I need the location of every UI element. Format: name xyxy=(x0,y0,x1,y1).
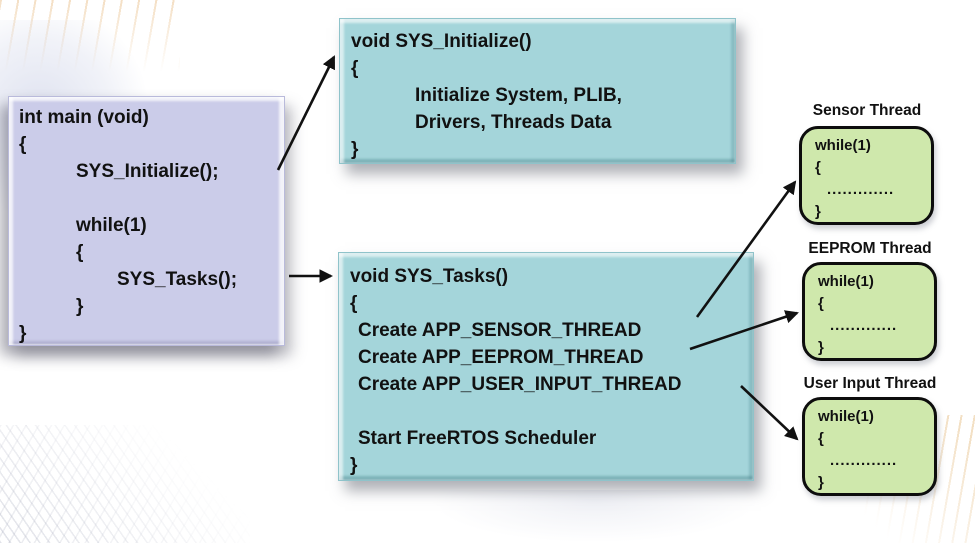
code-line: while(1) xyxy=(818,273,874,290)
code-line-blank xyxy=(350,398,753,425)
code-line: } xyxy=(350,455,358,476)
code-line: { xyxy=(76,242,84,263)
sensor-thread-label: Sensor Thread xyxy=(812,102,922,119)
code-line: Create APP_USER_INPUT_THREAD xyxy=(358,374,682,395)
code-line: { xyxy=(19,134,27,155)
sys-initialize-box: void SYS_Initialize() { Initialize Syste… xyxy=(339,18,736,164)
user-input-thread-label: User Input Thread xyxy=(803,375,937,392)
sys-tasks-box: void SYS_Tasks() { Create APP_SENSOR_THR… xyxy=(338,252,754,481)
code-line: while(1) xyxy=(76,215,147,236)
code-line-dots: ............. xyxy=(827,181,895,198)
code-line: Start FreeRTOS Scheduler xyxy=(358,428,597,449)
eeprom-thread-label: EEPROM Thread xyxy=(808,240,932,257)
code-line-dots: ............. xyxy=(830,317,898,334)
code-line: } xyxy=(818,474,824,491)
code-line: } xyxy=(815,203,821,220)
background-texture-bottom-left-hatch xyxy=(0,425,250,543)
code-line: { xyxy=(818,295,824,312)
arrow-main-to-sys-initialize xyxy=(276,55,336,171)
code-line: { xyxy=(350,293,358,314)
sensor-thread-box: while(1) { ............. } xyxy=(799,126,934,225)
code-line: { xyxy=(351,58,359,79)
code-line: } xyxy=(19,323,27,344)
background-texture-top-left-lines xyxy=(0,0,180,80)
code-line: void SYS_Initialize() xyxy=(351,31,532,52)
code-line: { xyxy=(818,430,824,447)
code-line: Create APP_SENSOR_THREAD xyxy=(358,320,642,341)
code-line: } xyxy=(76,296,84,317)
code-line: Create APP_EEPROM_THREAD xyxy=(358,347,644,368)
code-line-dots: ............. xyxy=(830,452,898,469)
code-line-blank xyxy=(19,185,284,212)
code-line: } xyxy=(818,339,824,356)
code-line: { xyxy=(815,159,821,176)
code-line: SYS_Initialize(); xyxy=(76,161,219,182)
code-line: Initialize System, PLIB, xyxy=(415,85,622,106)
user-input-thread-box: while(1) { ............. } xyxy=(802,397,937,496)
code-line: SYS_Tasks(); xyxy=(117,269,238,290)
code-line: } xyxy=(351,139,359,160)
background-texture-bottom-center xyxy=(430,490,760,543)
code-line: int main (void) xyxy=(19,107,149,128)
main-function-box: int main (void) { SYS_Initialize(); whil… xyxy=(8,96,285,346)
code-line: while(1) xyxy=(815,137,871,154)
code-line: while(1) xyxy=(818,408,874,425)
code-line: Drivers, Threads Data xyxy=(415,112,612,133)
eeprom-thread-box: while(1) { ............. } xyxy=(802,262,937,361)
code-line: void SYS_Tasks() xyxy=(350,266,509,287)
